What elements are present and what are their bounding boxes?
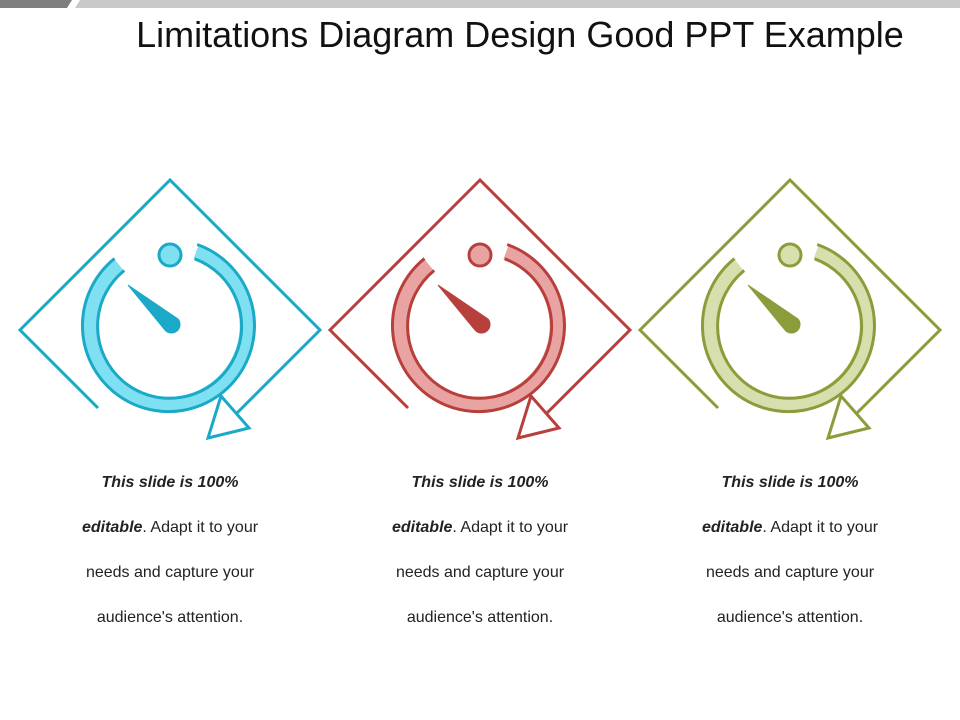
stopwatch-ring-outer-line: [390, 243, 566, 414]
stopwatch-ring-outer-line: [80, 243, 256, 414]
caption-text-line-2: . Adapt it to your: [452, 519, 569, 536]
stopwatch-crown: [467, 242, 493, 268]
stopwatch-hand: [747, 284, 801, 334]
stopwatch-ring: [81, 244, 256, 413]
stopwatch-ring-inner-line: [96, 257, 244, 400]
stopwatch-icon: [700, 242, 876, 414]
caption-text-line-3: needs and capture your: [85, 564, 255, 581]
stopwatch-crown: [777, 242, 803, 268]
stopwatch-ring-inner-line: [716, 257, 864, 400]
diamond-outline: [637, 177, 943, 423]
stopwatch-diamond-graphic: [637, 177, 943, 441]
slide-title: Limitations Diagram Design Good PPT Exam…: [136, 14, 904, 55]
caption-text-line-4: audience's attention.: [96, 609, 244, 626]
item-caption: This slide is 100% editable. Adapt it to…: [645, 460, 935, 640]
diagram-item-2: This slide is 100% editable. Adapt it to…: [325, 170, 635, 640]
caption-text-line-4: audience's attention.: [716, 609, 864, 626]
caption-editable-word: editable: [81, 519, 143, 536]
diamond-arrow-frame: [637, 177, 943, 441]
stopwatch-ring-outer-line: [700, 243, 876, 414]
diagram-item-3: This slide is 100% editable. Adapt it to…: [635, 170, 945, 640]
caption-heading: This slide is 100%: [411, 474, 549, 491]
arrow-head: [825, 392, 872, 441]
caption-text-line-3: needs and capture your: [705, 564, 875, 581]
stopwatch-ring: [701, 244, 876, 413]
diamond-arrow-frame: [327, 177, 633, 441]
stopwatch-ring: [391, 244, 566, 413]
caption-editable-word: editable: [391, 519, 453, 536]
top-bar-dark-segment: [0, 0, 72, 8]
item-caption: This slide is 100% editable. Adapt it to…: [335, 460, 625, 640]
item-caption: This slide is 100% editable. Adapt it to…: [25, 460, 315, 640]
diagram-item-1: This slide is 100% editable. Adapt it to…: [15, 170, 325, 640]
stopwatch-crown: [157, 242, 183, 268]
caption-text-line-3: needs and capture your: [395, 564, 565, 581]
stopwatch-hand: [127, 284, 181, 334]
caption-text-line-4: audience's attention.: [406, 609, 554, 626]
caption-editable-word: editable: [701, 519, 763, 536]
arrow-head: [205, 392, 252, 441]
diamond-outline: [17, 177, 323, 423]
diamond-arrow-frame: [17, 177, 323, 441]
stopwatch-diamond-graphic: [17, 177, 323, 441]
caption-heading: This slide is 100%: [101, 474, 239, 491]
stopwatch-hand: [437, 284, 491, 334]
caption-text-line-2: . Adapt it to your: [142, 519, 259, 536]
caption-text-line-2: . Adapt it to your: [762, 519, 879, 536]
top-bar-light-segment: [75, 0, 960, 8]
stopwatch-icon: [390, 242, 566, 414]
stopwatch-ring-inner-line: [406, 257, 554, 400]
top-accent-bar: [0, 0, 960, 8]
caption-heading: This slide is 100%: [721, 474, 859, 491]
stopwatch-icon: [80, 242, 256, 414]
stopwatch-diamond-graphic: [327, 177, 633, 441]
diamond-outline: [327, 177, 633, 423]
arrow-head: [515, 392, 562, 441]
